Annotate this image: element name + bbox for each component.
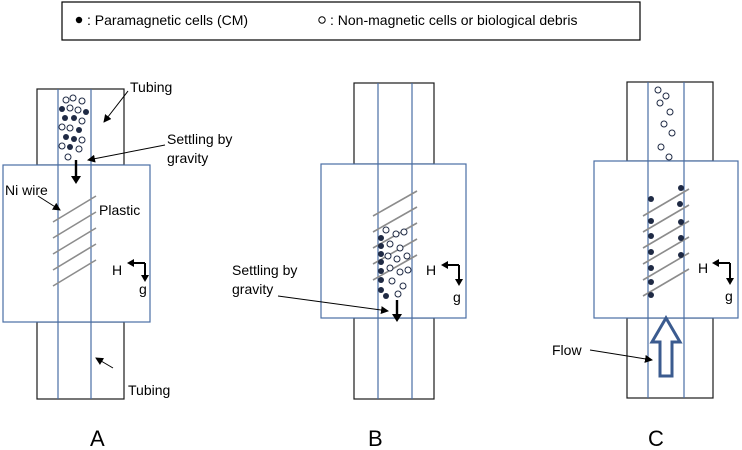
legend-box xyxy=(61,1,641,41)
panel-a-field-axes: H g xyxy=(112,259,149,297)
panel-a-tubing-bottom-label: Tubing xyxy=(128,382,170,398)
panel-a-g-label: g xyxy=(139,281,147,297)
panel-c-ni-wire xyxy=(642,188,690,297)
panel-b: Settling by gravity H g B xyxy=(232,82,467,450)
panel-b-h-label: H xyxy=(426,262,436,278)
panel-a: Tubing Settling by gravity Ni wire Plast… xyxy=(2,79,232,450)
panel-a-tubing-top-label: Tubing xyxy=(130,79,172,95)
legend-paramagnetic-dot xyxy=(75,16,83,24)
panel-a-particles xyxy=(58,94,89,161)
panel-c-flow-label: Flow xyxy=(552,342,582,358)
panel-a-ni-wire xyxy=(52,195,97,287)
panel-b-field-axes: H g xyxy=(426,261,463,305)
legend: : Paramagnetic cells (CM) : Non-magnetic… xyxy=(61,1,641,41)
panel-a-settling-label-2: gravity xyxy=(167,150,208,166)
panel-b-tubing-top xyxy=(353,82,435,165)
panel-b-g-label: g xyxy=(453,289,461,305)
panel-c-flow-arrow xyxy=(649,315,683,378)
panel-a-h-label: H xyxy=(112,262,122,278)
panel-c-field-axes: H g xyxy=(698,259,734,304)
panel-a-settling-label-1: Settling by xyxy=(167,131,232,147)
panel-b-particles xyxy=(378,226,412,299)
legend-paramagnetic-text: : Paramagnetic cells (CM) xyxy=(87,12,248,28)
panel-a-ni-wire-label: Ni wire xyxy=(5,182,48,198)
panel-c-h-label: H xyxy=(698,260,708,276)
panel-b-settling-label-1: Settling by xyxy=(232,262,297,278)
panel-a-tubing-bottom xyxy=(36,321,125,400)
panel-b-settling-label-2: gravity xyxy=(232,281,273,297)
panel-c: Flow H g C xyxy=(552,81,739,450)
panel-c-plastic-block xyxy=(593,160,739,319)
panel-c-particles xyxy=(648,86,684,298)
panel-c-g-label: g xyxy=(725,288,733,304)
legend-nonmagnetic-dot xyxy=(318,16,326,24)
legend-nonmagnetic-text: : Non-magnetic cells or biological debri… xyxy=(330,12,577,28)
panel-b-label: B xyxy=(368,426,383,450)
panel-b-tubing-bottom xyxy=(353,317,435,400)
panel-c-tubing-top xyxy=(626,81,714,162)
panel-c-label: C xyxy=(648,426,664,450)
panel-b-plastic-block xyxy=(320,163,467,319)
panel-a-label: A xyxy=(90,426,105,450)
panel-a-plastic-label: Plastic xyxy=(99,202,140,218)
